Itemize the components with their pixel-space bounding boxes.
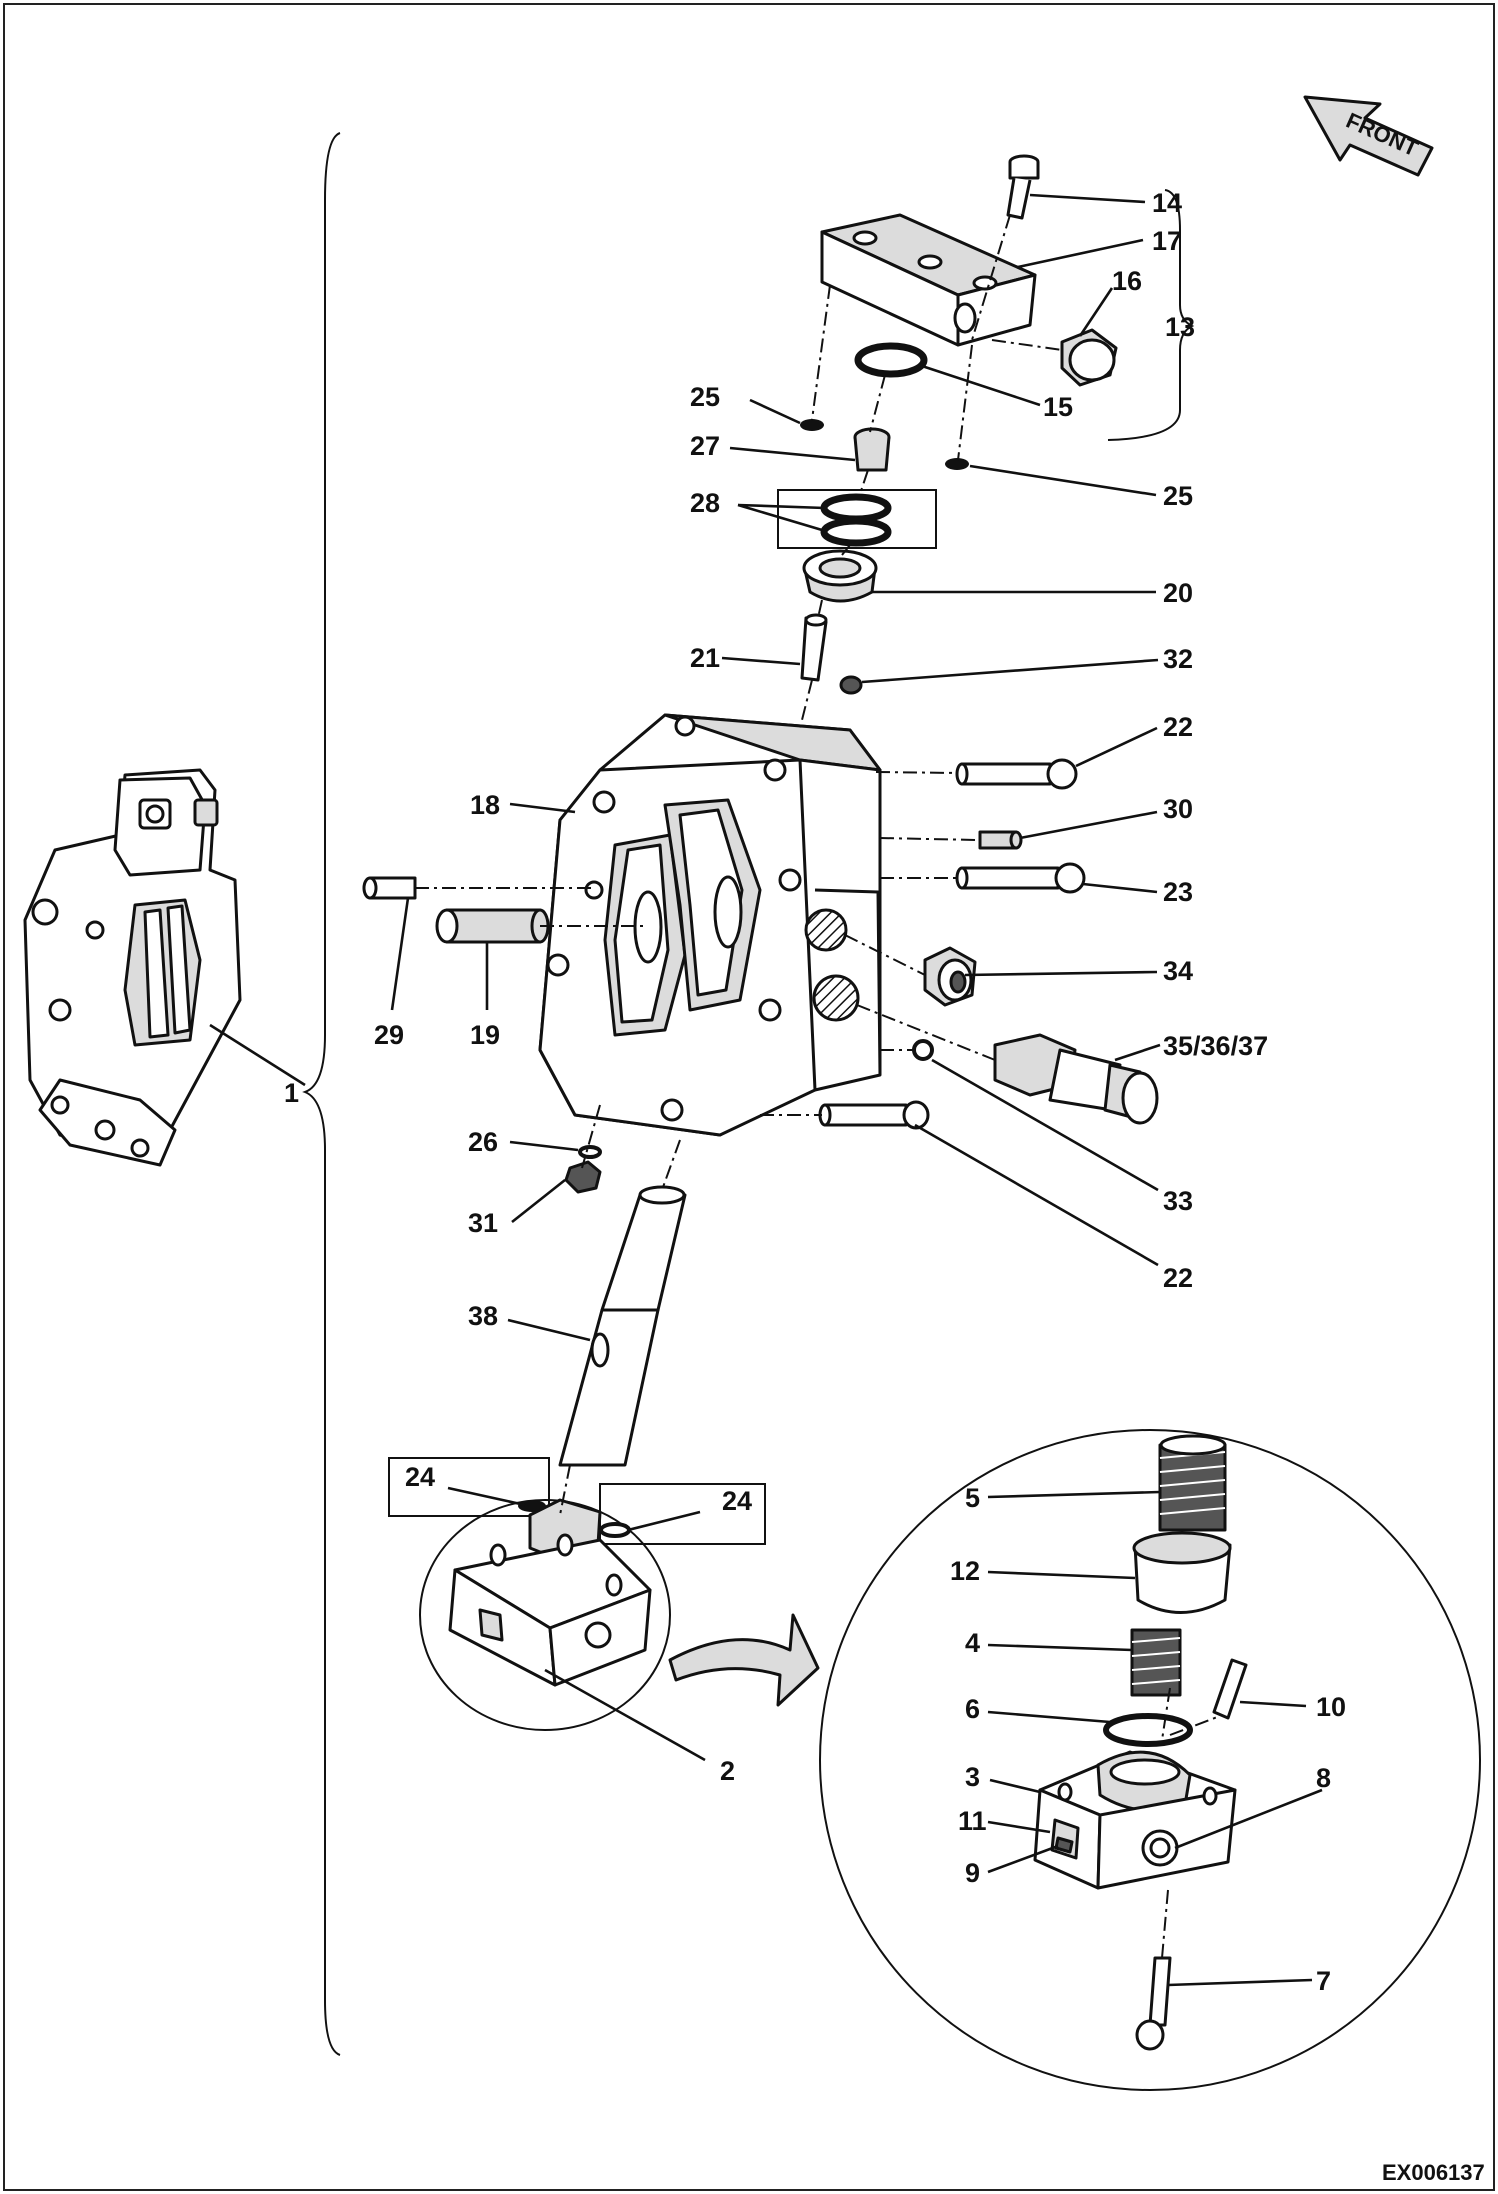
o-ring-28-lower [820, 517, 892, 547]
o-ring-25-left [800, 419, 824, 431]
callout-11: 11 [958, 1806, 987, 1836]
callout-5: 5 [965, 1483, 980, 1513]
leader-lines [209, 193, 1323, 1987]
o-ring-24-left [518, 1500, 546, 1512]
callout-35-36-37: 35/36/37 [1163, 1031, 1268, 1061]
callout-13: 13 [1165, 312, 1195, 342]
pin-10 [1212, 1658, 1248, 1720]
callout-18: 18 [470, 790, 500, 820]
o-ring-33 [912, 1039, 934, 1061]
callout-25-right: 25 [1163, 481, 1193, 511]
o-ring-15 [854, 342, 928, 378]
regulator-block-2 [448, 1498, 652, 1687]
subassembly-brace-13 [1107, 189, 1195, 441]
callout-22-lower: 22 [1163, 1263, 1193, 1293]
detail-magnified-circle [819, 1429, 1481, 2091]
plug-32 [839, 675, 863, 695]
callout-7: 7 [1316, 1966, 1331, 1996]
drawing-frame [3, 3, 1495, 2191]
pin-21 [800, 613, 828, 682]
callout-34: 34 [1163, 956, 1193, 986]
callout-30: 30 [1163, 794, 1193, 824]
detail-arrow-icon [668, 1613, 820, 1707]
callout-1: 1 [284, 1078, 299, 1108]
detail-source-circle-2 [419, 1499, 671, 1731]
screw-7 [1135, 1956, 1172, 2051]
callout-28: 28 [690, 488, 720, 518]
group-box-24-left [388, 1457, 550, 1517]
nut-20 [802, 549, 878, 603]
front-direction-arrow-icon: FRONT [1303, 95, 1434, 177]
callout-24-right: 24 [722, 1486, 752, 1516]
bolt-23 [955, 862, 1086, 894]
callout-27: 27 [690, 431, 720, 461]
o-ring-28-upper [820, 493, 892, 523]
callout-2: 2 [720, 1756, 735, 1786]
callout-33: 33 [1163, 1186, 1193, 1216]
callout-21: 21 [690, 643, 720, 673]
screw-14 [1006, 154, 1040, 220]
callout-31: 31 [468, 1208, 498, 1238]
callout-24-left: 24 [405, 1462, 435, 1492]
callout-29: 29 [374, 1020, 404, 1050]
plug-16 [1060, 328, 1118, 387]
callout-14: 14 [1152, 188, 1182, 218]
callout-22-upper: 22 [1163, 712, 1193, 742]
callout-25-left: 25 [690, 382, 720, 412]
regulator-block-3 [1033, 1750, 1237, 1890]
callout-20: 20 [1163, 578, 1193, 608]
bolt-22-lower [818, 1100, 930, 1130]
plug-27 [853, 427, 891, 472]
callout-23: 23 [1163, 877, 1193, 907]
spring-4 [1130, 1628, 1182, 1697]
callout-4: 4 [965, 1628, 980, 1658]
callout-12: 12 [950, 1556, 980, 1586]
valve-35-36-37 [993, 1033, 1159, 1125]
callout-8: 8 [1316, 1763, 1331, 1793]
fitting-34 [923, 946, 977, 1007]
callout-10: 10 [1316, 1692, 1346, 1722]
construction-lines [415, 214, 1221, 1959]
motor-overview-illustration [23, 768, 242, 1167]
callout-32: 32 [1163, 644, 1193, 674]
o-ring-24-right [599, 1522, 631, 1538]
callout-9: 9 [965, 1858, 980, 1888]
callout-19: 19 [470, 1020, 500, 1050]
sleeve-19 [435, 908, 550, 944]
housing-18 [538, 713, 882, 1137]
plug-30 [978, 830, 1023, 850]
callout-6: 6 [965, 1694, 980, 1724]
shaft-38 [558, 1185, 687, 1467]
ring-set-28-box [777, 489, 937, 549]
o-ring-6 [1103, 1713, 1193, 1747]
callout-17: 17 [1152, 226, 1182, 256]
spring-5 [1158, 1434, 1227, 1532]
callout-3: 3 [965, 1762, 980, 1792]
o-ring-25-right [945, 458, 969, 470]
callout-38: 38 [468, 1301, 498, 1331]
figure-reference-code: EX006137 [1382, 2160, 1485, 2185]
cover-block-17 [820, 213, 1037, 347]
nut-31 [564, 1160, 602, 1194]
piston-12 [1132, 1531, 1232, 1614]
bolt-22-upper [955, 758, 1078, 790]
callout-15: 15 [1043, 392, 1073, 422]
o-ring-26 [578, 1145, 602, 1159]
pin-29 [362, 876, 417, 900]
callout-26: 26 [468, 1127, 498, 1157]
assembly-brace [302, 132, 341, 2056]
callout-16: 16 [1112, 266, 1142, 296]
